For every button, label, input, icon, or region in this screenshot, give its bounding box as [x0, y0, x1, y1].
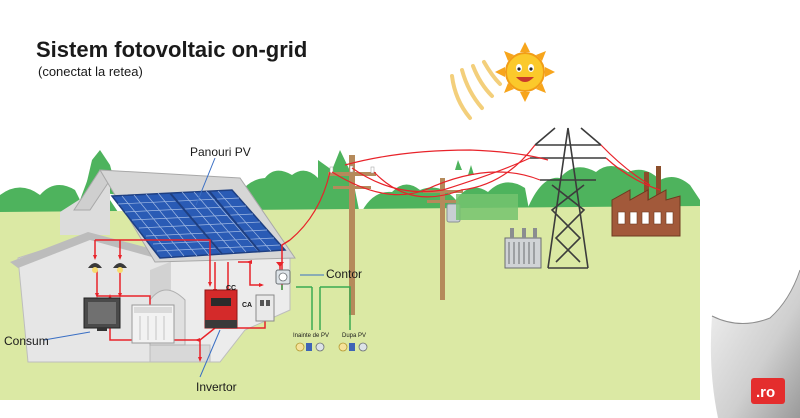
sun-icon [495, 42, 555, 102]
diagram-title: Sistem fotovoltaic on-grid [36, 37, 307, 62]
sun-rays [450, 60, 502, 120]
dc-label: CC [226, 285, 236, 292]
inverter-label: Invertor [196, 380, 237, 394]
consumption-label: Consum [4, 334, 49, 348]
house-wiring [94, 239, 291, 360]
electric-meter-icon [275, 269, 291, 285]
inverter-icon [204, 289, 238, 329]
washing-machine-icon [131, 304, 175, 344]
field-patch [456, 194, 518, 220]
callout-lines [43, 157, 324, 378]
after-pv-label: Dupa PV [342, 333, 366, 339]
meter-link-lines [281, 285, 351, 330]
before-pv-label: Inainte de PV [293, 333, 329, 339]
solar-panel-icon [110, 189, 287, 259]
lamp-icon [88, 263, 102, 273]
lamp-icon [113, 263, 127, 273]
meter-label: Contor [326, 267, 362, 281]
grid-wires [289, 144, 661, 241]
panels-label: Panouri PV [190, 145, 251, 159]
meter-readout-before [295, 342, 325, 352]
transformer-icon [504, 228, 542, 269]
page-curl-icon [700, 0, 800, 418]
tv-icon [83, 297, 121, 331]
transmission-tower-icon [530, 127, 606, 269]
ac-label: CA [242, 302, 252, 309]
meter-readout-after [338, 342, 368, 352]
diagram-subtitle: (conectat la retea) [38, 64, 143, 79]
ro-badge-text: .ro [756, 384, 775, 401]
ro-badge: .ro [751, 378, 785, 404]
breaker-panel-icon [255, 294, 275, 322]
